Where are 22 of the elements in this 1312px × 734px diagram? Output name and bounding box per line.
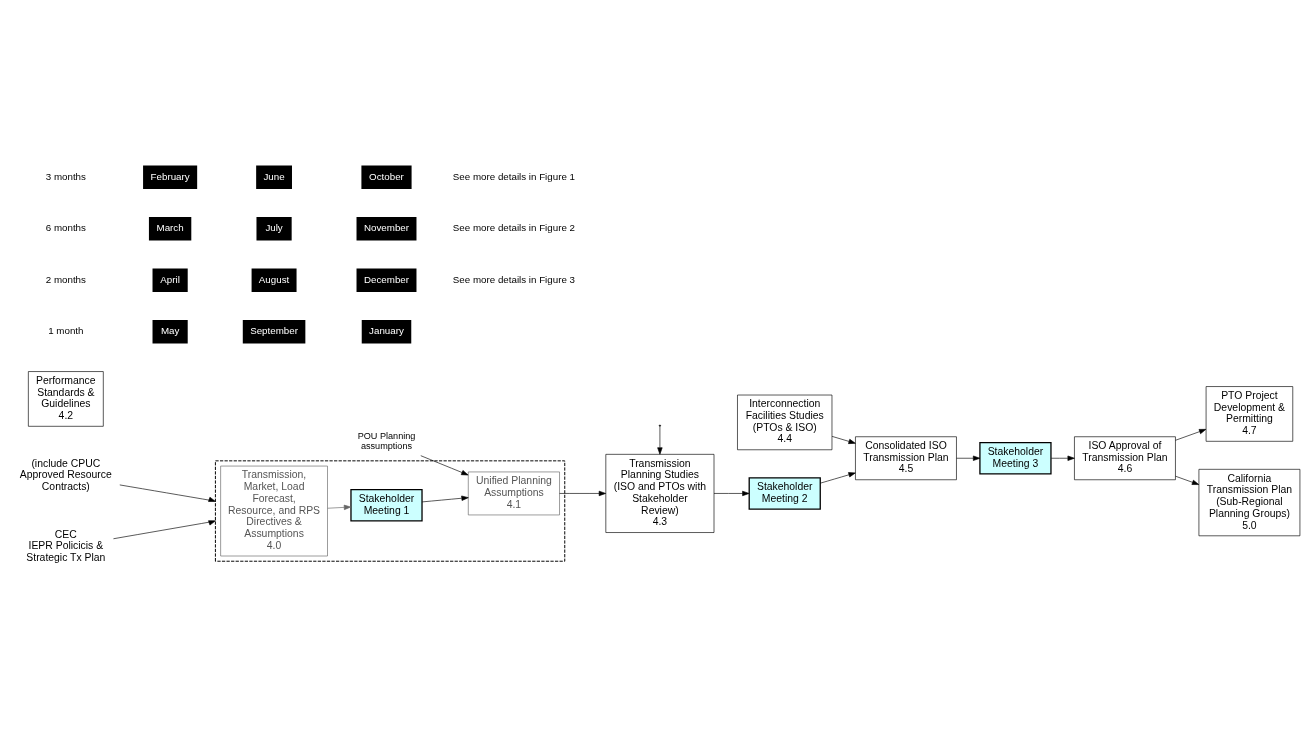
label: 1 month — [48, 325, 84, 337]
label: 2 months — [45, 273, 86, 285]
label: March — [156, 222, 184, 234]
label: 3 months — [45, 170, 86, 182]
label: August — [258, 273, 290, 285]
label: September — [250, 325, 298, 337]
label: June — [263, 170, 285, 182]
label: 6 months — [45, 222, 86, 234]
label: December — [363, 273, 410, 285]
label: July — [265, 222, 283, 234]
label: See more details in Figure 3 — [452, 273, 575, 285]
node-text: CEC IEPR Policicis & Strategic Tx Plan — [26, 528, 106, 564]
label: October — [369, 170, 404, 182]
node-text: POU Planning assumptions — [357, 431, 416, 452]
label: See more details in Figure 2 — [452, 222, 575, 234]
label: April — [160, 273, 180, 285]
label: February — [150, 170, 190, 182]
label: January — [369, 325, 404, 337]
label: See more details in Figure 1 — [452, 170, 575, 182]
node-text: (include CPUC Approved Resource Contracts) — [19, 457, 112, 493]
label: May — [160, 325, 180, 337]
label: November — [363, 222, 410, 234]
